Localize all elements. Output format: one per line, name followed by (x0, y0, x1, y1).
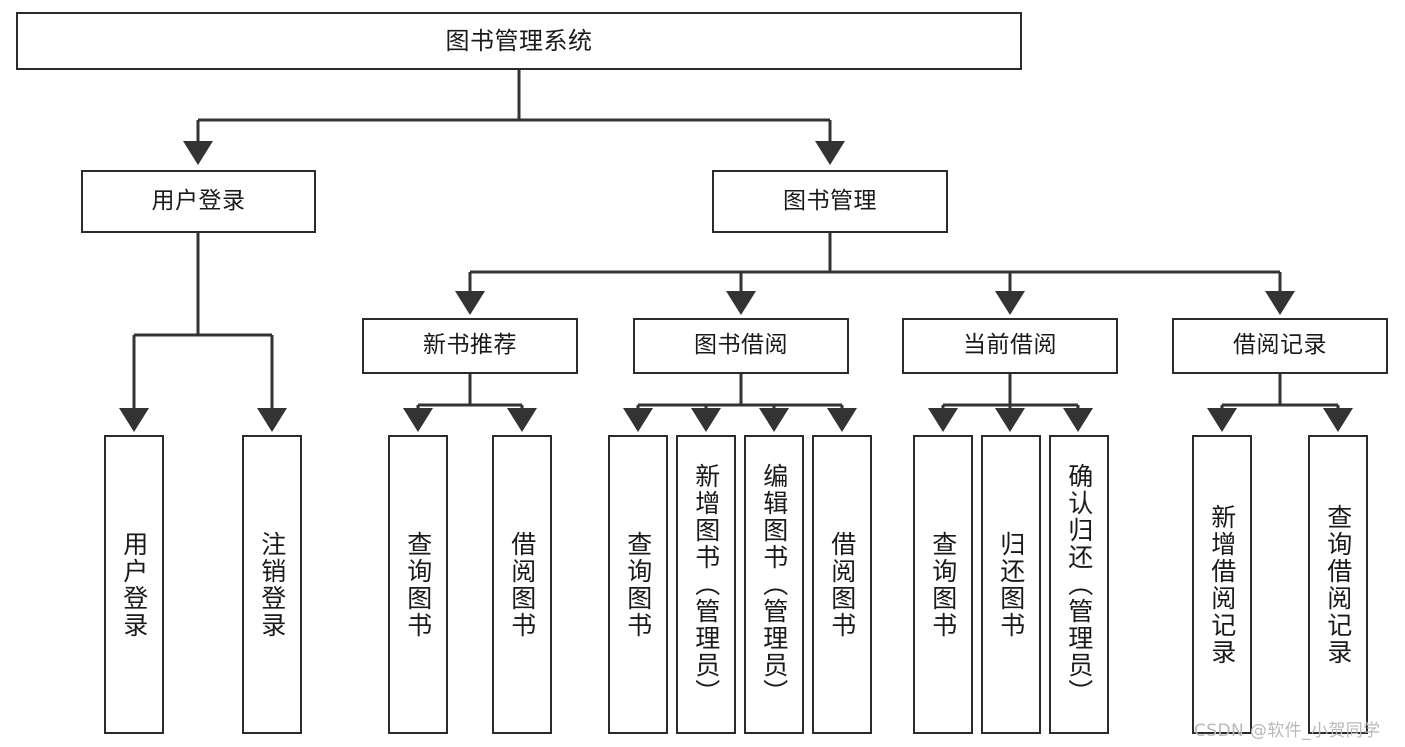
node-book-management[interactable]: 图书管理 (712, 170, 948, 233)
leaf-add-borrowing-record[interactable]: 新增借阅记录 (1192, 435, 1252, 734)
node-label: 图书借阅 (694, 332, 788, 359)
node-label: 归还图书 (996, 530, 1026, 639)
node-label: 新增图书（管理员） (691, 463, 721, 706)
node-new-book-recommendation[interactable]: 新书推荐 (362, 318, 578, 374)
node-borrowing-records[interactable]: 借阅记录 (1172, 318, 1388, 374)
leaf-query-borrowing-record[interactable]: 查询借阅记录 (1308, 435, 1368, 734)
node-label: 图书管理 (783, 187, 877, 214)
leaf-edit-book-admin[interactable]: 编辑图书（管理员） (744, 435, 804, 734)
leaf-borrow-books-borrowing[interactable]: 借阅图书 (812, 435, 872, 734)
node-label: 查询图书 (928, 530, 958, 639)
leaf-query-books-current[interactable]: 查询图书 (913, 435, 973, 734)
node-label: 借阅图书 (827, 530, 857, 639)
node-root-library-management-system[interactable]: 图书管理系统 (16, 12, 1022, 70)
node-label: 借阅图书 (507, 530, 537, 639)
leaf-user-login[interactable]: 用户登录 (104, 435, 164, 734)
leaf-return-books[interactable]: 归还图书 (981, 435, 1041, 734)
node-label: 图书管理系统 (445, 26, 593, 55)
node-label: 新书推荐 (423, 332, 517, 359)
leaf-query-books-borrowing[interactable]: 查询图书 (608, 435, 668, 734)
node-label: 查询图书 (403, 530, 433, 639)
node-label: 查询图书 (623, 530, 653, 639)
node-label: 用户登录 (119, 530, 149, 639)
leaf-add-book-admin[interactable]: 新增图书（管理员） (676, 435, 736, 734)
node-label: 注销登录 (257, 530, 287, 639)
csdn-watermark: CSDN @软件_小贺同学 (1194, 721, 1381, 741)
node-label: 当前借阅 (963, 332, 1057, 359)
leaf-logout[interactable]: 注销登录 (242, 435, 302, 734)
node-label: 确认归还（管理员） (1064, 463, 1094, 706)
node-label: 编辑图书（管理员） (759, 463, 789, 706)
leaf-borrow-books-recommendation[interactable]: 借阅图书 (492, 435, 552, 734)
node-current-borrowing[interactable]: 当前借阅 (902, 318, 1118, 374)
node-label: 借阅记录 (1233, 332, 1327, 359)
node-user-login[interactable]: 用户登录 (81, 170, 316, 233)
node-label: 新增借阅记录 (1207, 503, 1237, 666)
leaf-query-books-recommendation[interactable]: 查询图书 (388, 435, 448, 734)
node-book-borrowing[interactable]: 图书借阅 (633, 318, 849, 374)
node-label: 查询借阅记录 (1323, 503, 1353, 666)
node-label: 用户登录 (151, 187, 246, 214)
leaf-confirm-return-admin[interactable]: 确认归还（管理员） (1049, 435, 1109, 734)
